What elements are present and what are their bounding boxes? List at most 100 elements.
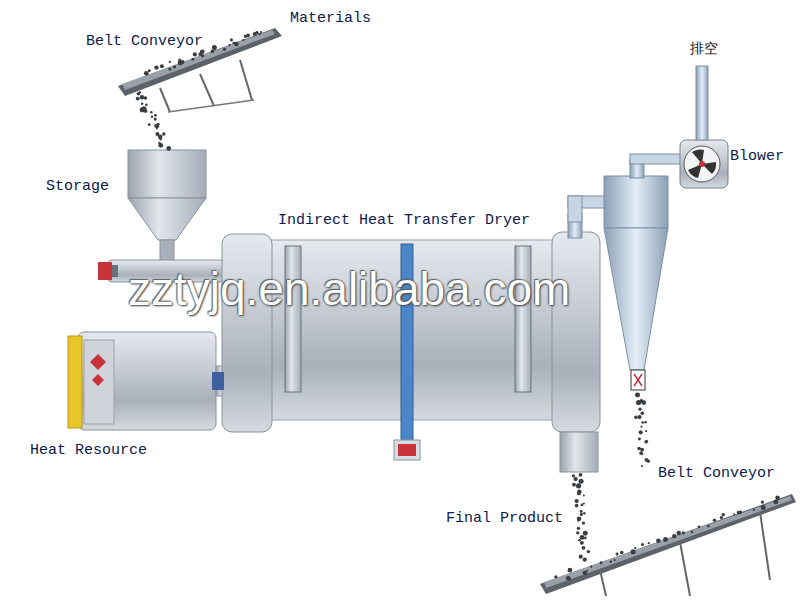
particle — [631, 549, 636, 554]
particle — [636, 400, 641, 405]
particle — [677, 531, 682, 536]
part-label: Materials — [290, 10, 371, 28]
particle — [191, 58, 194, 61]
particle — [753, 509, 755, 511]
particle — [580, 541, 584, 545]
particle — [587, 550, 590, 553]
particle — [640, 426, 642, 428]
particle — [154, 65, 158, 69]
particle — [647, 459, 650, 462]
particle — [579, 479, 584, 484]
particle — [583, 494, 585, 496]
particle — [698, 526, 701, 529]
particle — [200, 49, 205, 54]
particle — [638, 437, 641, 440]
particle — [582, 546, 586, 550]
particle — [641, 465, 643, 467]
particle — [260, 31, 262, 33]
particle — [635, 392, 640, 397]
particle — [645, 440, 648, 443]
particle — [230, 38, 233, 41]
particle — [575, 499, 579, 503]
particle — [682, 531, 685, 534]
particle — [223, 48, 226, 51]
particle — [722, 513, 725, 516]
particle — [579, 555, 583, 559]
particle — [150, 111, 153, 114]
particle — [168, 67, 171, 70]
particle — [162, 132, 165, 135]
particle — [158, 143, 163, 148]
particle — [733, 513, 735, 515]
part-label: Belt Conveyor — [658, 465, 775, 483]
particle — [144, 109, 148, 113]
particle — [579, 473, 583, 477]
particle — [173, 65, 176, 68]
particle — [246, 34, 250, 38]
particle — [672, 534, 676, 538]
heat-source — [68, 332, 230, 430]
particle — [644, 441, 647, 444]
particle — [580, 513, 583, 516]
particle — [656, 538, 661, 543]
particle — [572, 474, 575, 477]
particle — [137, 92, 141, 96]
particle — [640, 411, 644, 415]
particle — [234, 42, 239, 47]
particle — [169, 61, 171, 63]
particle — [576, 483, 581, 488]
particle — [583, 557, 587, 561]
particle — [644, 421, 646, 423]
particle — [583, 502, 585, 504]
particle — [634, 415, 637, 418]
particle — [178, 58, 181, 61]
particle — [154, 114, 157, 117]
particle — [577, 490, 582, 495]
particle — [159, 138, 162, 141]
particle — [707, 525, 710, 528]
particle — [554, 575, 557, 578]
watermark: zztyjq.en.alibaba.com — [128, 262, 570, 317]
particle — [580, 510, 583, 513]
particle — [663, 537, 668, 542]
particle — [181, 60, 185, 64]
part-label: Blower — [730, 148, 784, 166]
particle — [583, 512, 585, 514]
particle — [641, 543, 644, 546]
particle — [144, 96, 148, 100]
particle — [739, 511, 742, 514]
particle — [720, 516, 723, 519]
part-label: Heat Resource — [30, 442, 147, 460]
belt-conveyor-bottom — [540, 494, 796, 596]
particle — [242, 39, 244, 41]
particle — [141, 103, 144, 106]
particle — [614, 559, 616, 561]
particle — [620, 551, 624, 555]
particle — [136, 97, 140, 101]
particle — [691, 531, 693, 533]
particle — [648, 542, 650, 544]
particle — [761, 505, 766, 510]
particle — [229, 44, 231, 46]
part-label: Belt Conveyor — [86, 33, 203, 51]
exhaust-label: 排空 — [690, 40, 718, 57]
particle — [577, 520, 579, 522]
particle — [145, 104, 148, 107]
particle — [582, 521, 585, 524]
blower — [680, 66, 728, 188]
particle — [583, 531, 588, 536]
particle — [156, 127, 158, 129]
particle — [154, 118, 157, 121]
particle — [641, 400, 646, 405]
particle — [160, 64, 164, 68]
particle — [761, 500, 764, 503]
particle — [574, 477, 578, 481]
particle — [637, 415, 641, 419]
particle — [639, 451, 643, 455]
particle — [578, 539, 581, 542]
particle — [566, 576, 571, 581]
particle — [258, 33, 260, 35]
particle — [634, 547, 636, 549]
particle — [212, 45, 217, 50]
particle — [572, 483, 576, 487]
